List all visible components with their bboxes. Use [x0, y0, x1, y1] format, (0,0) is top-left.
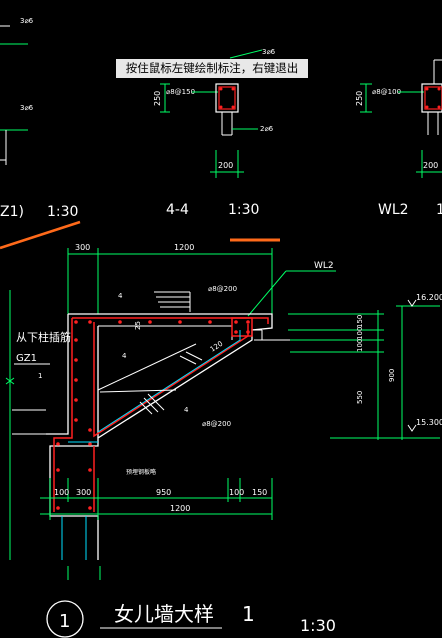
num-4-b: 4 — [122, 352, 127, 360]
rebar-mid-label: ⌀8@200 — [202, 420, 231, 428]
right-section-scale: 1 — [436, 202, 442, 218]
rebar-top-label: ⌀8@200 — [208, 285, 237, 293]
right-height-dim: 250 — [355, 91, 364, 106]
wl2-beam-label: WL2 — [314, 261, 334, 271]
column-label: GZ1 — [16, 353, 37, 364]
column-note: 从下柱插筋 — [16, 330, 71, 344]
dim-100-a: 100 — [54, 488, 69, 497]
mid-bottom-rebar-label: 2⌀6 — [260, 125, 274, 133]
dim-1200-bottom: 1200 — [170, 504, 190, 513]
dim-100-b: 100 — [229, 488, 244, 497]
num-4-c: 4 — [184, 406, 189, 414]
drawing-title: 女儿墙大样 — [114, 602, 214, 626]
vdim-900: 900 — [388, 369, 396, 382]
vdim-100: 100 — [356, 327, 364, 340]
mid-width-dim: 200 — [218, 161, 233, 170]
right-width-dim: 200 — [423, 161, 438, 170]
dim-150: 150 — [252, 488, 267, 497]
vdim-550: 550 — [356, 391, 364, 404]
dim-300-b: 300 — [76, 488, 91, 497]
wl2-detail: ⌀8@100 250 200 — [355, 59, 442, 178]
section-titles: Z1) 1:30 4-4 1:30 WL2 1 — [0, 202, 442, 250]
num-25: 25 — [134, 321, 142, 330]
mid-section-scale: 1:30 — [228, 202, 259, 218]
right-stirrup-label: ⌀8@100 — [372, 88, 401, 96]
vdim-100b: 100 — [356, 339, 364, 352]
mid-stirrup-label: ⌀8@150 — [166, 88, 195, 96]
drawing-title-block: 1 女儿墙大样 1 1:30 — [46, 566, 336, 638]
mid-height-dim: 250 — [153, 91, 162, 106]
title-circle — [46, 600, 84, 638]
drawing-number: 1 — [242, 602, 255, 626]
dim-300-top: 300 — [75, 243, 90, 252]
num-4-a: 4 — [118, 292, 123, 300]
section-4-4-detail: 3⌀6 ⌀8@150 2⌀6 250 200 — [153, 48, 276, 178]
title-circle-number: 1 — [59, 611, 70, 632]
vdim-150: 150 — [356, 315, 364, 328]
dim-1200-top: 1200 — [174, 243, 194, 252]
elevation-bottom: 15.300 — [416, 418, 442, 427]
dim-950: 950 — [156, 488, 171, 497]
mid-top-rebar-label: 3⌀6 — [262, 48, 276, 56]
left-top-rebar-label: 3⌀6 — [20, 17, 34, 25]
right-section-title: WL2 — [378, 202, 409, 218]
parapet-detail: 300 1200 WL2 4 ⌀8@200 — [5, 243, 442, 560]
small-note: 预埋钢板略 — [126, 468, 156, 476]
left-section-title: Z1) — [0, 204, 24, 220]
mid-section-title: 4-4 — [166, 202, 189, 218]
left-section-scale: 1:30 — [47, 204, 78, 220]
drawing-scale: 1:30 — [300, 616, 336, 635]
status-tooltip: 按住鼠标左键绘制标注，右键退出 — [116, 59, 308, 78]
elevation-top: 16.200 — [416, 293, 442, 302]
top-left-detail: 3⌀6 3⌀6 — [0, 17, 34, 165]
left-mid-rebar-label: 3⌀6 — [20, 104, 34, 112]
num-1: 1 — [38, 372, 42, 380]
